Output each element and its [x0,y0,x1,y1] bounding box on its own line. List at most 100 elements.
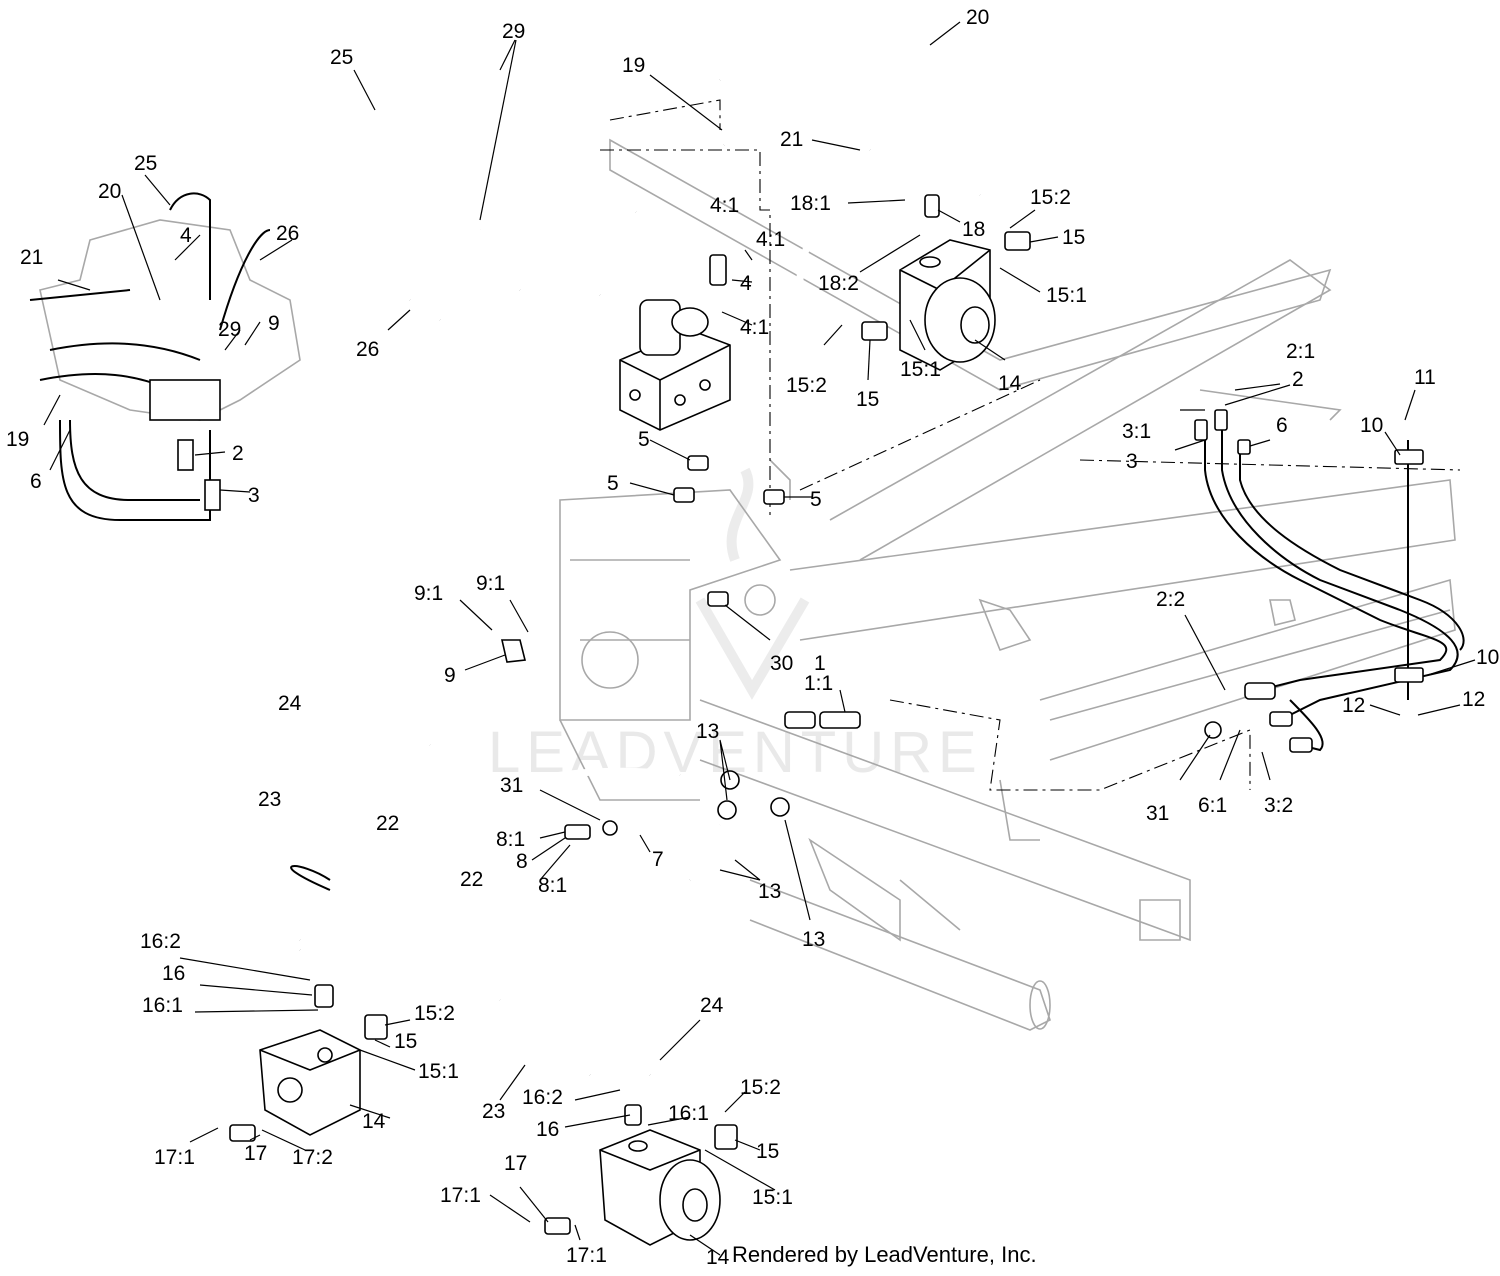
callout-label: 18:2 [818,272,859,295]
callout-label: 25 [330,46,353,69]
callout-label: 15 [394,1030,417,1053]
pump-top [899,239,996,371]
callout-label: 24 [278,692,302,715]
callout-label: 13 [802,928,825,951]
callout-label: 15:1 [900,358,941,381]
callout-label: 16 [162,962,185,985]
callout-label: 31 [1146,802,1169,825]
chassis-frame [559,138,1456,1031]
callout-label: 18 [962,218,985,241]
callout-label: 14 [706,1246,730,1269]
callout-label: 13 [758,880,781,903]
callout-label: 16:2 [140,930,181,953]
steel-tubes [1204,430,1465,752]
callout-label: 25 [134,152,157,175]
callout-label: 24 [700,994,724,1017]
fittings [229,194,1424,1235]
valve-block [619,299,731,431]
callout-label: 6 [30,470,42,493]
callout-label: 13 [696,720,719,743]
pump-bottom [599,1129,721,1246]
callout-label: 16:2 [522,1086,563,1109]
callout-label: 23 [482,1100,505,1123]
callout-label: 15 [1062,226,1085,249]
callout-label: 7 [652,848,664,871]
callout-label: 15:2 [414,1002,455,1025]
callout-label: 1:1 [804,672,833,695]
callout-label: 2:2 [1156,588,1185,611]
reference-outlines [600,99,1461,791]
callout-label: 14 [362,1110,386,1133]
callout-label: 19 [622,54,645,77]
callout-label: 15:2 [1030,186,1071,209]
callout-label: 4:1 [710,194,739,217]
hydraulic-hoses [184,6,994,1079]
callout-label: 2 [1292,368,1304,391]
callout-label: 12 [1342,694,1365,717]
callout-label: 8:1 [496,828,525,851]
callout-label: 17 [504,1152,527,1175]
callout-label: 6 [1276,414,1288,437]
callout-label: 15:2 [740,1076,781,1099]
callout-label: 22 [460,868,483,891]
callout-labels: 29 25 20 19 21 4:1 4:1 4 4:1 18:1 18 15:… [6,6,1499,1269]
callout-label: 9 [268,312,280,335]
callout-label: 18:1 [790,192,831,215]
watermark-logo [695,467,810,700]
callout-label: 2 [232,442,244,465]
callout-label: 5 [638,428,650,451]
inset-detail [29,192,301,521]
callout-label: 10 [1476,646,1499,669]
callout-label: 4 [180,224,192,247]
callout-label: 16:1 [668,1102,709,1125]
callout-label: 16:1 [142,994,183,1017]
callout-label: 15:1 [752,1186,793,1209]
callout-label: 2:1 [1286,340,1315,363]
callout-label: 17:2 [292,1146,333,1169]
callout-label: 8 [516,850,528,873]
callout-label: 21 [20,246,43,269]
callout-label: 5 [607,472,619,495]
callout-label: 10 [1360,414,1383,437]
callout-label: 26 [356,338,379,361]
callout-label: 8:1 [538,874,567,897]
rendered-by-credit: Rendered by LeadVenture, Inc. [732,1242,1037,1267]
callout-label: 15 [856,388,879,411]
callout-label: 30 [770,652,793,675]
callout-label: 3:2 [1264,794,1293,817]
callout-label: 22 [376,812,399,835]
callout-label: 15 [756,1140,779,1163]
callout-label: 19 [6,428,29,451]
callout-label: 17:1 [440,1184,481,1207]
callout-label: 15:1 [1046,284,1087,307]
callout-label: 15:2 [786,374,827,397]
callout-label: 4:1 [740,316,769,339]
callout-label: 4 [740,272,752,295]
pump-left [259,1029,361,1136]
callout-label: 4:1 [756,228,785,251]
callout-label: 29 [218,318,241,341]
callout-label: 17:1 [566,1244,607,1267]
callout-label: 23 [258,788,281,811]
leader-lines [43,21,1476,1256]
callout-label: 9:1 [414,582,443,605]
callout-label: 21 [780,128,803,151]
callout-label: 29 [502,20,525,43]
callout-label: 3 [1126,450,1138,473]
callout-label: 26 [276,222,299,245]
callout-label: 1 [814,652,826,675]
callout-label: 20 [966,6,989,29]
callout-label: 17 [244,1142,267,1165]
callout-label: 5 [810,488,822,511]
callout-label: 3 [248,484,260,507]
callout-label: 16 [536,1118,559,1141]
callout-label: 12 [1462,688,1485,711]
callout-label: 31 [500,774,523,797]
callout-label: 17:1 [154,1146,195,1169]
callout-label: 20 [98,180,121,203]
callout-label: 6:1 [1198,794,1227,817]
callout-label: 11 [1414,366,1436,389]
callout-label: 3:1 [1122,420,1151,443]
callout-label: 15:1 [418,1060,459,1083]
